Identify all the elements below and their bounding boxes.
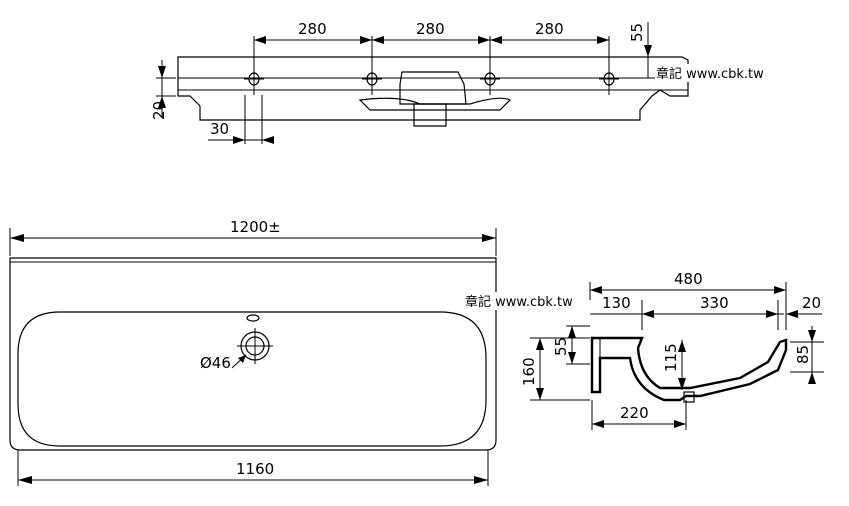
watermark-side: 章記 www.cbk.tw bbox=[465, 294, 573, 310]
mounting-hole-2 bbox=[362, 36, 382, 95]
tap-block bbox=[399, 71, 467, 105]
mounting-hole-1 bbox=[244, 36, 264, 95]
dim-drain-diameter: Ø46 bbox=[200, 354, 231, 372]
drain-outlet bbox=[413, 103, 447, 127]
dim-drain-offset: 220 bbox=[620, 404, 649, 422]
dim-depth: 480 bbox=[674, 270, 703, 288]
dim-hole-spacing-1: 280 bbox=[298, 20, 327, 38]
dim-front: 130 bbox=[602, 294, 631, 312]
plan-view: 1200± Ø46 1160 bbox=[9, 218, 497, 486]
mounting-hole-3 bbox=[480, 36, 500, 95]
watermark-top: 章記 www.cbk.tw bbox=[656, 66, 764, 82]
dim-bowl-depth: 115 bbox=[662, 343, 680, 372]
basin-plan-outline bbox=[9, 257, 497, 451]
mounting-hole-4 bbox=[599, 36, 619, 95]
dim-total-width: 1200± bbox=[230, 218, 281, 236]
dim-hole-spacing-3: 280 bbox=[535, 20, 564, 38]
dim-right-height: 55 bbox=[628, 23, 646, 42]
basin-section-outline bbox=[590, 336, 788, 402]
tap-hole bbox=[246, 314, 260, 322]
dim-rear: 20 bbox=[802, 294, 821, 312]
dim-right-height-side: 85 bbox=[794, 345, 812, 364]
basin-bowl-underside bbox=[358, 97, 512, 111]
dim-total-height: 160 bbox=[520, 357, 538, 386]
bowl-inner-outline bbox=[17, 311, 487, 447]
dim-bowl: 330 bbox=[700, 294, 729, 312]
dim-hole-spacing-2: 280 bbox=[416, 20, 445, 38]
dim-left-offset: 30 bbox=[210, 120, 229, 138]
drain bbox=[231, 328, 273, 369]
front-elevation-view: 280 280 280 55 20 30 章記 www.cbk.tw bbox=[150, 20, 775, 144]
dim-left-height: 20 bbox=[150, 101, 168, 120]
side-section-view: 480 130 330 20 章記 www.cbk.tw 55 160 bbox=[464, 270, 824, 430]
dim-rim-height: 55 bbox=[552, 337, 570, 356]
dim-inner-width: 1160 bbox=[236, 460, 274, 478]
